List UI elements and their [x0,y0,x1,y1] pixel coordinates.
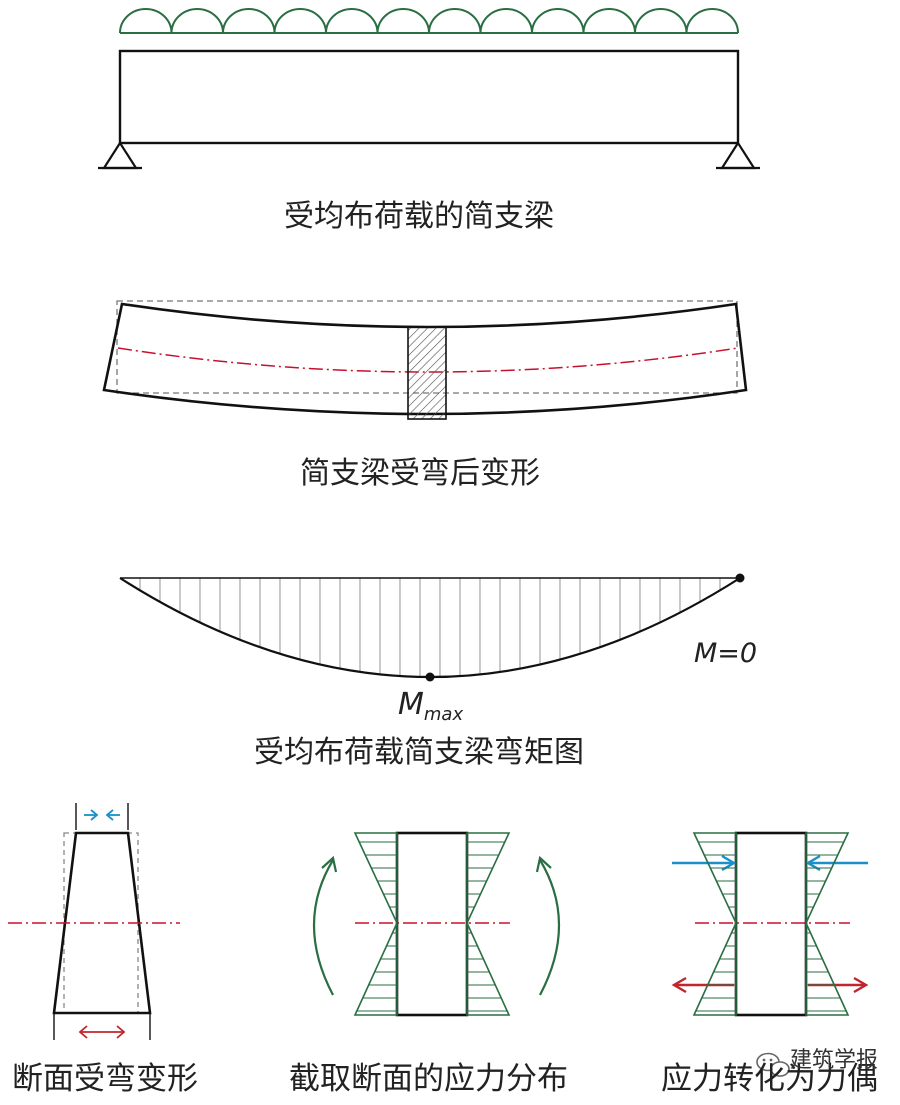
uniform-load-arcs [119,8,739,34]
caption-stress: 截取断面的应力分布 [289,1061,568,1097]
neutral-axis [117,347,739,373]
load-arc [582,8,636,34]
label-m-max-sub: max [423,704,464,725]
stress-triangle [692,832,737,1016]
load-arc [170,8,224,34]
load-arc [325,8,379,34]
caption-beam: 受均布荷载的简支梁 [284,199,554,234]
caption-couple: 应力转化为力偶 [661,1061,878,1097]
load-arc [685,8,739,34]
load-arc [634,8,688,34]
load-arc [428,8,482,34]
moment-hatch-lines [139,578,721,677]
couple-section-rect [734,831,808,1017]
stress-triangle [805,832,850,1016]
caption-section: 断面受弯变形 [12,1061,198,1097]
moment-curve [119,577,741,678]
caption-deformed: 简支梁受弯后变形 [300,456,540,491]
moment-arrow-left [313,859,334,996]
load-arc [531,8,585,34]
compression-arrows [84,809,120,821]
zero-moment-point [735,573,745,583]
load-arc [479,8,533,34]
label-m-zero: M=0 [694,638,758,669]
deformed-beam [102,302,748,416]
label-m-max: Mmax [398,690,463,724]
stress-triangle [466,832,511,1016]
compression-force-arrows [672,854,868,872]
stress-distribution [313,831,560,1017]
label-m-max-main: M [398,687,424,722]
section-deformation [8,803,180,1040]
left-support [98,140,142,170]
beam-body [118,49,740,145]
tension-arrows [78,1025,126,1039]
right-support [716,140,760,170]
max-moment-point [425,672,435,682]
force-couple [671,831,869,1017]
load-arc [119,8,173,34]
wechat-icon [756,1052,790,1077]
load-arc [376,8,430,34]
stress-section-rect [395,831,469,1017]
caption-moment: 受均布荷载简支梁弯矩图 [254,735,584,770]
load-arc [273,8,327,34]
cut-section-element [407,326,447,420]
stress-triangle [353,832,398,1016]
watermark-text: 建筑学报 [790,1048,879,1073]
load-arc [222,8,276,34]
moment-arrow-right [539,859,560,996]
